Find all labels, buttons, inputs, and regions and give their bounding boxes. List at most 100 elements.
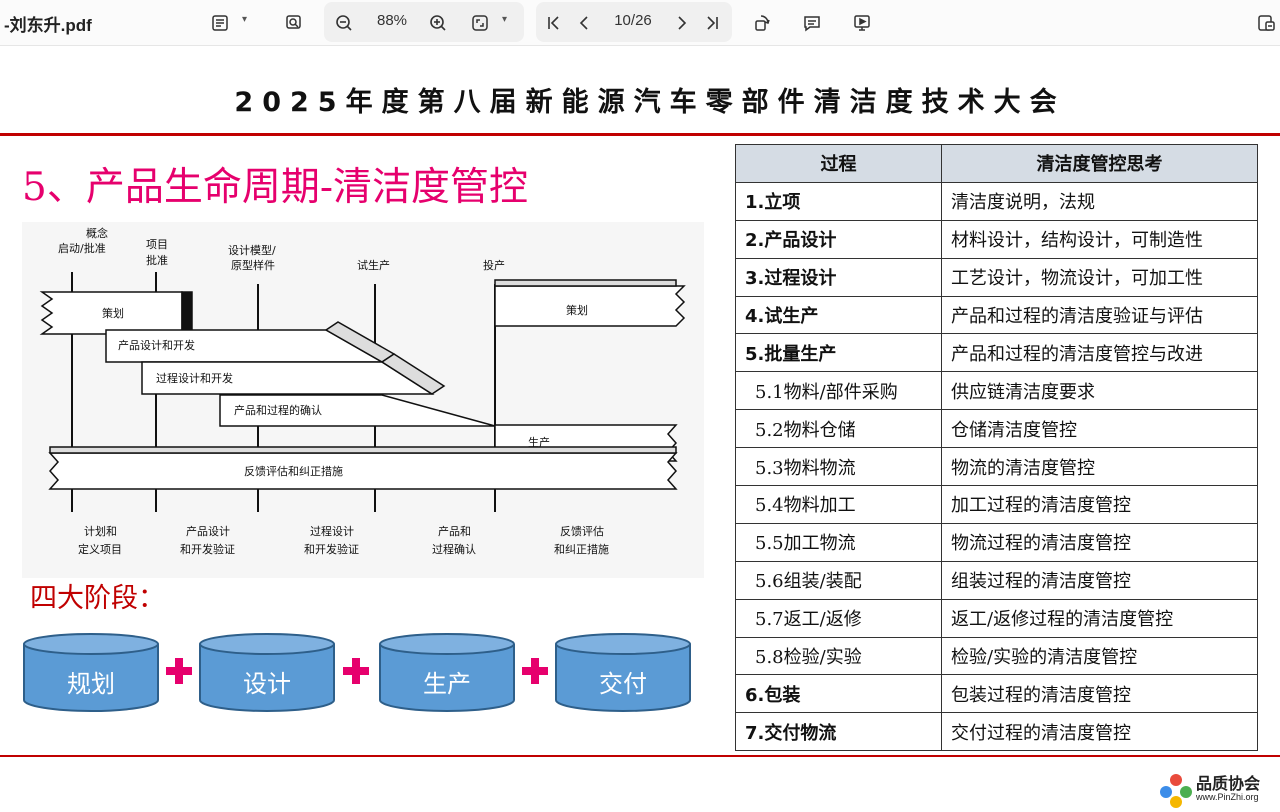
cell-process: 5.6组装/装配 — [735, 560, 942, 600]
cell-process: 6.包装 — [735, 674, 942, 714]
phase-4-line-2: 过程确认 — [432, 543, 476, 556]
table-row: 5.1物料/部件采购供应链清洁度要求 — [735, 371, 1258, 411]
zoom-level[interactable]: 88% — [376, 12, 408, 29]
watermark-logo: 品质协会 www.PinZhi.org — [1158, 772, 1278, 808]
milestone-concept-1: 概念 — [86, 226, 108, 240]
cell-process: 4.试生产 — [735, 295, 942, 335]
bar-plan-right — [494, 285, 686, 327]
stage-cylinder-production: 生产 — [378, 632, 516, 712]
stage-cylinder-plan: 规划 — [22, 632, 160, 712]
zoom-in-icon[interactable] — [426, 9, 450, 37]
cell-thought: 物流过程的清洁度管控 — [941, 522, 1258, 562]
milestone-trial: 试生产 — [357, 258, 390, 272]
zoom-out-icon[interactable] — [332, 9, 356, 37]
cell-thought: 检验/实验的清洁度管控 — [941, 636, 1258, 676]
bar-validation-label: 产品和过程的确认 — [234, 403, 322, 417]
cell-thought: 清洁度说明，法规 — [941, 181, 1258, 221]
bar-feedback-label: 反馈评估和纠正措施 — [244, 464, 343, 478]
rotate-icon[interactable] — [750, 9, 774, 37]
header-divider — [0, 133, 1280, 136]
section-title: 5、产品生命周期-清洁度管控 — [22, 165, 528, 210]
product-lifecycle-diagram: 概念 启动/批准 项目 批准 设计模型/ 原型样件 试生产 投产 — [22, 222, 704, 578]
milestone-project-2: 批准 — [146, 253, 168, 267]
cell-thought: 工艺设计，物流设计，可加工性 — [941, 257, 1258, 297]
table-row: 2.产品设计材料设计，结构设计，可制造性 — [735, 219, 1258, 259]
page-navigation — [536, 2, 732, 42]
cell-thought: 物流的清洁度管控 — [941, 447, 1258, 487]
sidebar-dropdown-chevron-icon[interactable]: ▾ — [242, 14, 248, 25]
phase-3-line-1: 过程设计 — [310, 525, 354, 538]
cell-process: 5.批量生产 — [735, 333, 942, 373]
stage-cylinder-delivery: 交付 — [554, 632, 692, 712]
first-page-icon[interactable] — [544, 9, 564, 37]
watermark-url: www.PinZhi.org — [1196, 792, 1259, 802]
cell-thought: 交付过程的清洁度管控 — [941, 712, 1258, 752]
cell-thought: 包装过程的清洁度管控 — [941, 674, 1258, 714]
bar-production-label: 生产 — [528, 435, 550, 449]
cell-process: 7.交付物流 — [735, 712, 942, 752]
slide-page: 2025年度第八届新能源汽车零部件清洁度技术大会 5、产品生命周期-清洁度管控 … — [0, 52, 1280, 808]
phase-2-line-1: 产品设计 — [186, 524, 230, 538]
present-icon[interactable] — [850, 9, 874, 37]
header-process: 过程 — [735, 144, 942, 183]
fit-dropdown-chevron-icon[interactable]: ▾ — [502, 14, 508, 25]
comment-icon[interactable] — [800, 9, 824, 37]
phase-4-line-1: 产品和 — [438, 524, 471, 538]
fit-page-icon[interactable] — [468, 9, 492, 37]
table-row: 6.包装包装过程的清洁度管控 — [735, 674, 1258, 714]
phase-2-line-2: 和开发验证 — [180, 542, 235, 556]
cell-process: 5.1物料/部件采购 — [735, 371, 942, 411]
search-icon[interactable] — [282, 9, 306, 37]
cell-thought: 返工/返修过程的清洁度管控 — [941, 598, 1258, 638]
cell-process: 5.2物料仓储 — [735, 409, 942, 449]
cell-process: 5.8检验/实验 — [735, 636, 942, 676]
cell-thought: 材料设计，结构设计，可制造性 — [941, 219, 1258, 259]
table-row: 5.8检验/实验检验/实验的清洁度管控 — [735, 636, 1258, 676]
next-page-icon[interactable] — [672, 9, 692, 37]
bar-process-dev-label: 过程设计和开发 — [156, 371, 233, 385]
cell-thought: 加工过程的清洁度管控 — [941, 485, 1258, 524]
cell-process: 5.5加工物流 — [735, 522, 942, 562]
page-indicator[interactable]: 10/26 — [614, 12, 652, 29]
cell-thought: 组装过程的清洁度管控 — [941, 560, 1258, 600]
watermark-name: 品质协会 — [1196, 774, 1261, 793]
cell-thought: 产品和过程的清洁度验证与评估 — [941, 295, 1258, 335]
conference-title: 2025年度第八届新能源汽车零部件清洁度技术大会 — [234, 87, 1066, 118]
milestone-design-model-1: 设计模型/ — [228, 243, 276, 257]
table-row: 3.过程设计工艺设计，物流设计，可加工性 — [735, 257, 1258, 297]
phase-5-line-2: 和纠正措施 — [554, 542, 609, 556]
table-row: 5.4物料加工加工过程的清洁度管控 — [735, 485, 1258, 524]
table-row: 5.6组装/装配组装过程的清洁度管控 — [735, 560, 1258, 600]
bar-product-dev-label: 产品设计和开发 — [118, 338, 195, 352]
table-row: 5.2物料仓储仓储清洁度管控 — [735, 409, 1258, 449]
cell-thought: 供应链清洁度要求 — [941, 371, 1258, 411]
table-header-row: 过程 清洁度管控思考 — [735, 144, 1258, 183]
table-row: 7.交付物流交付过程的清洁度管控 — [735, 712, 1258, 752]
table-row: 4.试生产产品和过程的清洁度验证与评估 — [735, 295, 1258, 335]
cell-process: 1.立项 — [735, 181, 942, 221]
cell-thought: 产品和过程的清洁度管控与改进 — [941, 333, 1258, 373]
cell-thought: 仓储清洁度管控 — [941, 409, 1258, 449]
sidebar-icon[interactable] — [208, 9, 232, 37]
prev-page-icon[interactable] — [574, 9, 594, 37]
document-title: -刘东升.pdf — [4, 16, 92, 35]
milestone-concept-2: 启动/批准 — [58, 241, 106, 255]
bar-plan-left-label: 策划 — [102, 306, 124, 320]
stage-cylinder-design: 设计 — [198, 632, 336, 712]
share-icon[interactable] — [1254, 9, 1278, 37]
bar-plan-right-label: 策划 — [566, 303, 588, 317]
cell-process: 5.7返工/返修 — [735, 598, 942, 638]
table-row: 5.批量生产产品和过程的清洁度管控与改进 — [735, 333, 1258, 373]
table-row: 1.立项清洁度说明，法规 — [735, 181, 1258, 221]
footer-divider — [0, 755, 1280, 757]
cell-process: 5.3物料物流 — [735, 447, 942, 487]
header-thought: 清洁度管控思考 — [941, 144, 1258, 183]
pdf-toolbar: -刘东升.pdf ▾ 88% ▾ 10/26 — [0, 0, 1280, 46]
cell-process: 3.过程设计 — [735, 257, 942, 297]
stage-label-design: 设计 — [243, 670, 291, 698]
last-page-icon[interactable] — [702, 9, 722, 37]
cell-process: 2.产品设计 — [735, 219, 942, 259]
phase-3-line-2: 和开发验证 — [304, 542, 359, 556]
phase-1-line-2: 定义项目 — [78, 542, 122, 556]
